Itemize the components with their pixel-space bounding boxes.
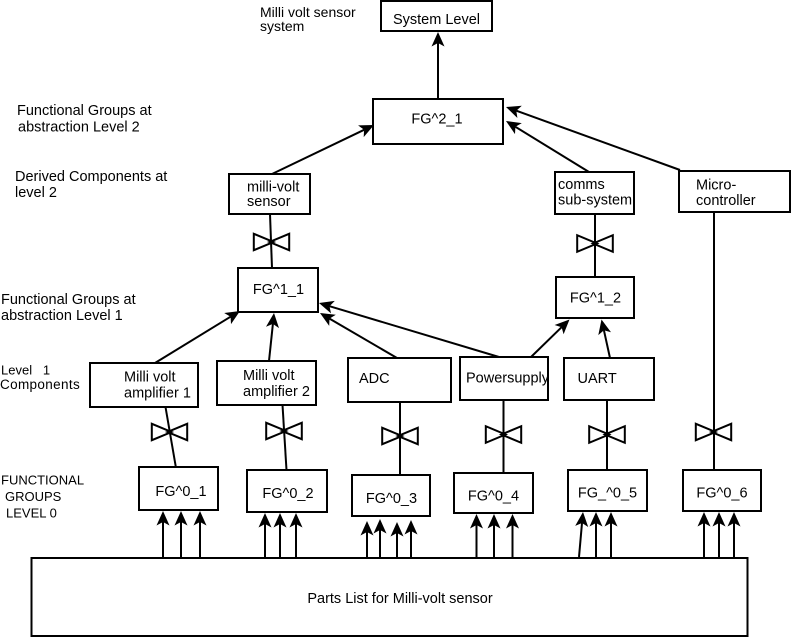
svg-text:FG^0_3: FG^0_3 <box>366 491 417 507</box>
svg-text:FG^1_2: FG^1_2 <box>570 291 621 307</box>
svg-text:LEVEL 0: LEVEL 0 <box>6 506 57 521</box>
svg-text:comms: comms <box>558 177 605 193</box>
svg-text:controller: controller <box>696 193 756 209</box>
svg-text:milli-volt: milli-volt <box>247 180 299 196</box>
svg-text:Milli volt: Milli volt <box>243 368 295 384</box>
svg-text:ADC: ADC <box>359 371 390 387</box>
svg-text:FG^0_6: FG^0_6 <box>696 486 747 502</box>
svg-text:system: system <box>260 18 304 34</box>
svg-text:abstraction Level 1: abstraction Level 1 <box>1 308 123 324</box>
svg-text:Powersupply: Powersupply <box>466 371 550 387</box>
svg-text:FG^0_2: FG^0_2 <box>262 486 313 502</box>
svg-text:FUNCTIONAL: FUNCTIONAL <box>1 473 84 488</box>
svg-text:abstraction Level 2: abstraction Level 2 <box>18 120 140 136</box>
svg-text:Milli volt sensor: Milli volt sensor <box>260 4 356 20</box>
svg-text:Derived Components at: Derived Components at <box>15 169 167 185</box>
svg-text:level 2: level 2 <box>15 185 57 201</box>
svg-text:Functional Groups at: Functional Groups at <box>17 103 152 119</box>
svg-text:FG^2_1: FG^2_1 <box>411 112 462 128</box>
svg-text:FG_^0_5: FG_^0_5 <box>578 486 637 502</box>
svg-text:Components: Components <box>0 377 80 392</box>
svg-text:Level 1: Level 1 <box>1 363 50 378</box>
svg-text:sensor: sensor <box>247 194 291 210</box>
svg-text:FG^0_4: FG^0_4 <box>468 489 519 505</box>
svg-text:UART: UART <box>578 371 617 387</box>
svg-text:amplifier 1: amplifier 1 <box>124 386 191 402</box>
svg-text:Parts List for Milli-volt sens: Parts List for Milli-volt sensor <box>307 591 492 607</box>
svg-text:FG^0_1: FG^0_1 <box>155 484 206 500</box>
svg-text:Functional Groups at: Functional Groups at <box>1 292 136 308</box>
svg-text:System Level: System Level <box>393 12 480 28</box>
svg-text:Micro-: Micro- <box>696 178 736 194</box>
svg-text:FG^1_1: FG^1_1 <box>253 282 304 298</box>
svg-text:sub-system: sub-system <box>558 193 632 209</box>
svg-text:GROUPS: GROUPS <box>5 489 62 504</box>
svg-text:amplifier 2: amplifier 2 <box>243 384 310 400</box>
svg-text:Milli volt: Milli volt <box>124 370 176 386</box>
